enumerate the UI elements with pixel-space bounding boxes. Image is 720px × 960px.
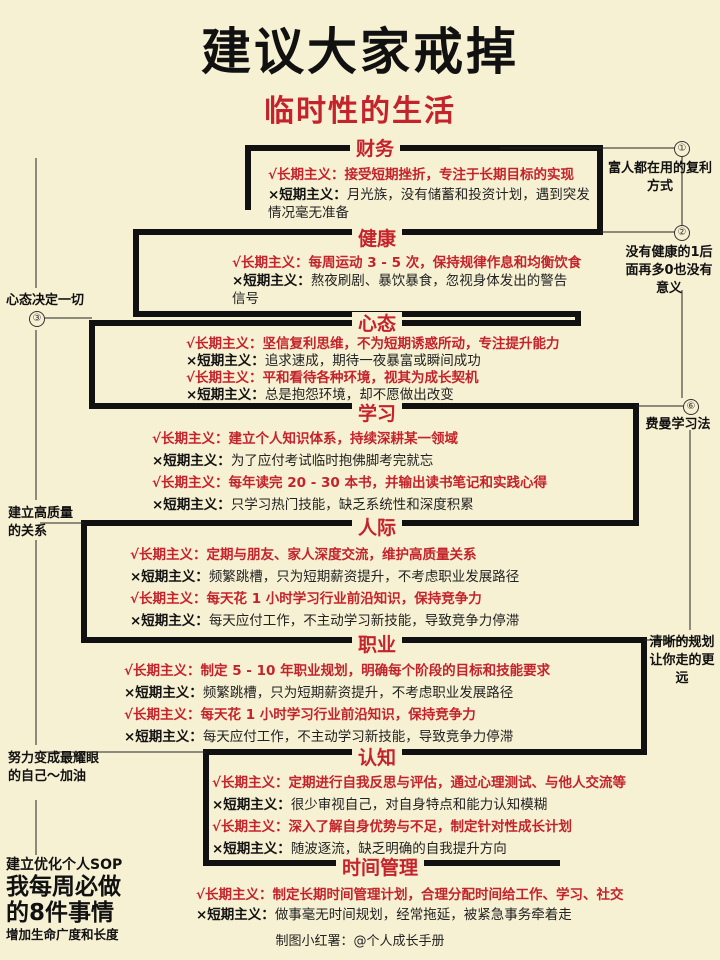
health-long-term-1: √长期主义：每周运动 3 - 5 次，保持规律作息和均衡饮食 [232, 255, 582, 271]
mindset-long-term-1: √长期主义：坚信复利思维，不为短期诱惑所动，专注提升能力 [186, 336, 560, 352]
promo-line-2: 我每周必做 [6, 874, 121, 900]
cognition-long-term-2: √长期主义：深入了解自身优势与不足，制定针对性成长计划 [212, 819, 573, 835]
section-title-career: 职业 [352, 633, 403, 657]
section-title-time-management: 时间管理 [336, 856, 425, 880]
promo-block: 建立优化个人SOP 我每周必做 的8件事情 增加生命广度和长度 [6, 856, 156, 944]
section-title-health: 健康 [352, 227, 403, 251]
promo-line-4: 增加生命广度和长度 [6, 927, 119, 942]
footer-credit: 制图小红署：@个人成长手册 [275, 934, 445, 949]
note-badge-3: ③ [29, 311, 45, 327]
learning-long-term-1: √长期主义：建立个人知识体系，持续深耕某一领域 [152, 431, 459, 447]
career-long-term-2: √长期主义：每天花 1 小时学习行业前沿知识，保持竞争力 [124, 707, 476, 723]
finance-short-term-1: ×短期主义：月光族，没有储蓄和投资计划，遇到突发情况毫无准备 [268, 187, 590, 221]
health-short-term-1: ×短期主义：熬夜刷剧、暴饮暴食，忽视身体发出的警告信号 [232, 273, 568, 307]
relationships-long-term-1: √长期主义：定期与朋友、家人深度交流，维护高质量关系 [130, 547, 477, 563]
finance-long-term-1: √长期主义：接受短期挫折，专注于长期目标的实现 [268, 167, 575, 183]
career-long-term-1: √长期主义：制定 5 - 10 年职业规划，明确每个阶段的目标和技能要求 [124, 663, 551, 679]
promo-line-1: 建立优化个人SOP [6, 857, 123, 873]
section-title-learning: 学习 [352, 402, 403, 426]
side-note-encourage: 努力变成最耀眼的自己～加油 [8, 751, 100, 784]
cognition-long-term-1: √长期主义：定期进行自我反思与评估，通过心理测试、与他人交流等 [212, 775, 627, 791]
relationships-long-term-2: √长期主义：每天花 1 小时学习行业前沿知识，保持竞争力 [130, 591, 482, 607]
section-title-cognition: 认知 [352, 746, 403, 770]
relationships-short-term-2: ×短期主义：每天应付工作，不主动学习新技能，导致竞争力停滞 [130, 613, 520, 629]
side-note-planning: 清晰的规划让你走的更远 [649, 635, 715, 686]
mindset-short-term-1: ×短期主义：追求速成，期待一夜暴富或瞬间成功 [186, 353, 481, 369]
side-note-relationships: 建立高质量的关系 [8, 506, 74, 539]
mindset-long-term-2: √长期主义：平和看待各种环境，视其为成长契机 [186, 370, 479, 386]
learning-short-term-1: ×短期主义：为了应付考试临时抱佛脚考完就忘 [152, 453, 434, 469]
relationships-short-term-1: ×短期主义：频繁跳槽，只为短期薪资提升，不考虑职业发展路径 [130, 569, 520, 585]
section-title-relationships: 人际 [352, 516, 403, 540]
cognition-short-term-1: ×短期主义：很少审视自己，对自身特点和能力认知模糊 [212, 797, 548, 813]
section-title-finance: 财务 [350, 137, 401, 161]
page-subtitle: 临时性的生活 [264, 94, 456, 129]
side-note-feynman: 费曼学习法 [645, 417, 711, 432]
time-long-term-1: √长期主义：制定长期时间管理计划，合理分配时间给工作、学习、社交 [196, 887, 624, 903]
career-short-term-2: ×短期主义：每天应付工作，不主动学习新技能，导致竞争力停滞 [124, 729, 514, 745]
note-badge-1: ① [674, 141, 690, 157]
side-note-compound: 富人都在用的复利方式 [607, 161, 712, 194]
time-short-term-1: ×短期主义：做事毫无时间规划，经常拖延，被紧急事务牵着走 [196, 907, 572, 923]
side-note-health: 没有健康的1后面再多0也没有意义 [625, 245, 713, 296]
learning-long-term-2: √长期主义：每年读完 20 - 30 本书，并输出读书笔记和实践心得 [152, 475, 547, 491]
note-badge-6: ⑥ [683, 399, 699, 415]
career-short-term-1: ×短期主义：频繁跳槽，只为短期薪资提升，不考虑职业发展路径 [124, 685, 514, 701]
learning-short-term-2: ×短期主义：只学习热门技能，缺乏系统性和深度积累 [152, 497, 474, 513]
mindset-short-term-2: ×短期主义：总是抱怨环境，却不愿做出改变 [186, 387, 454, 403]
promo-line-3: 的8件事情 [6, 900, 115, 926]
cognition-short-term-2: ×短期主义：随波逐流，缺乏明确的自我提升方向 [212, 841, 507, 857]
page-title: 建议大家戒掉 [201, 23, 519, 81]
note-badge-2: ② [674, 225, 690, 241]
section-title-mindset: 心态 [352, 312, 403, 336]
side-note-mindset: 心态决定一切 [6, 293, 85, 308]
